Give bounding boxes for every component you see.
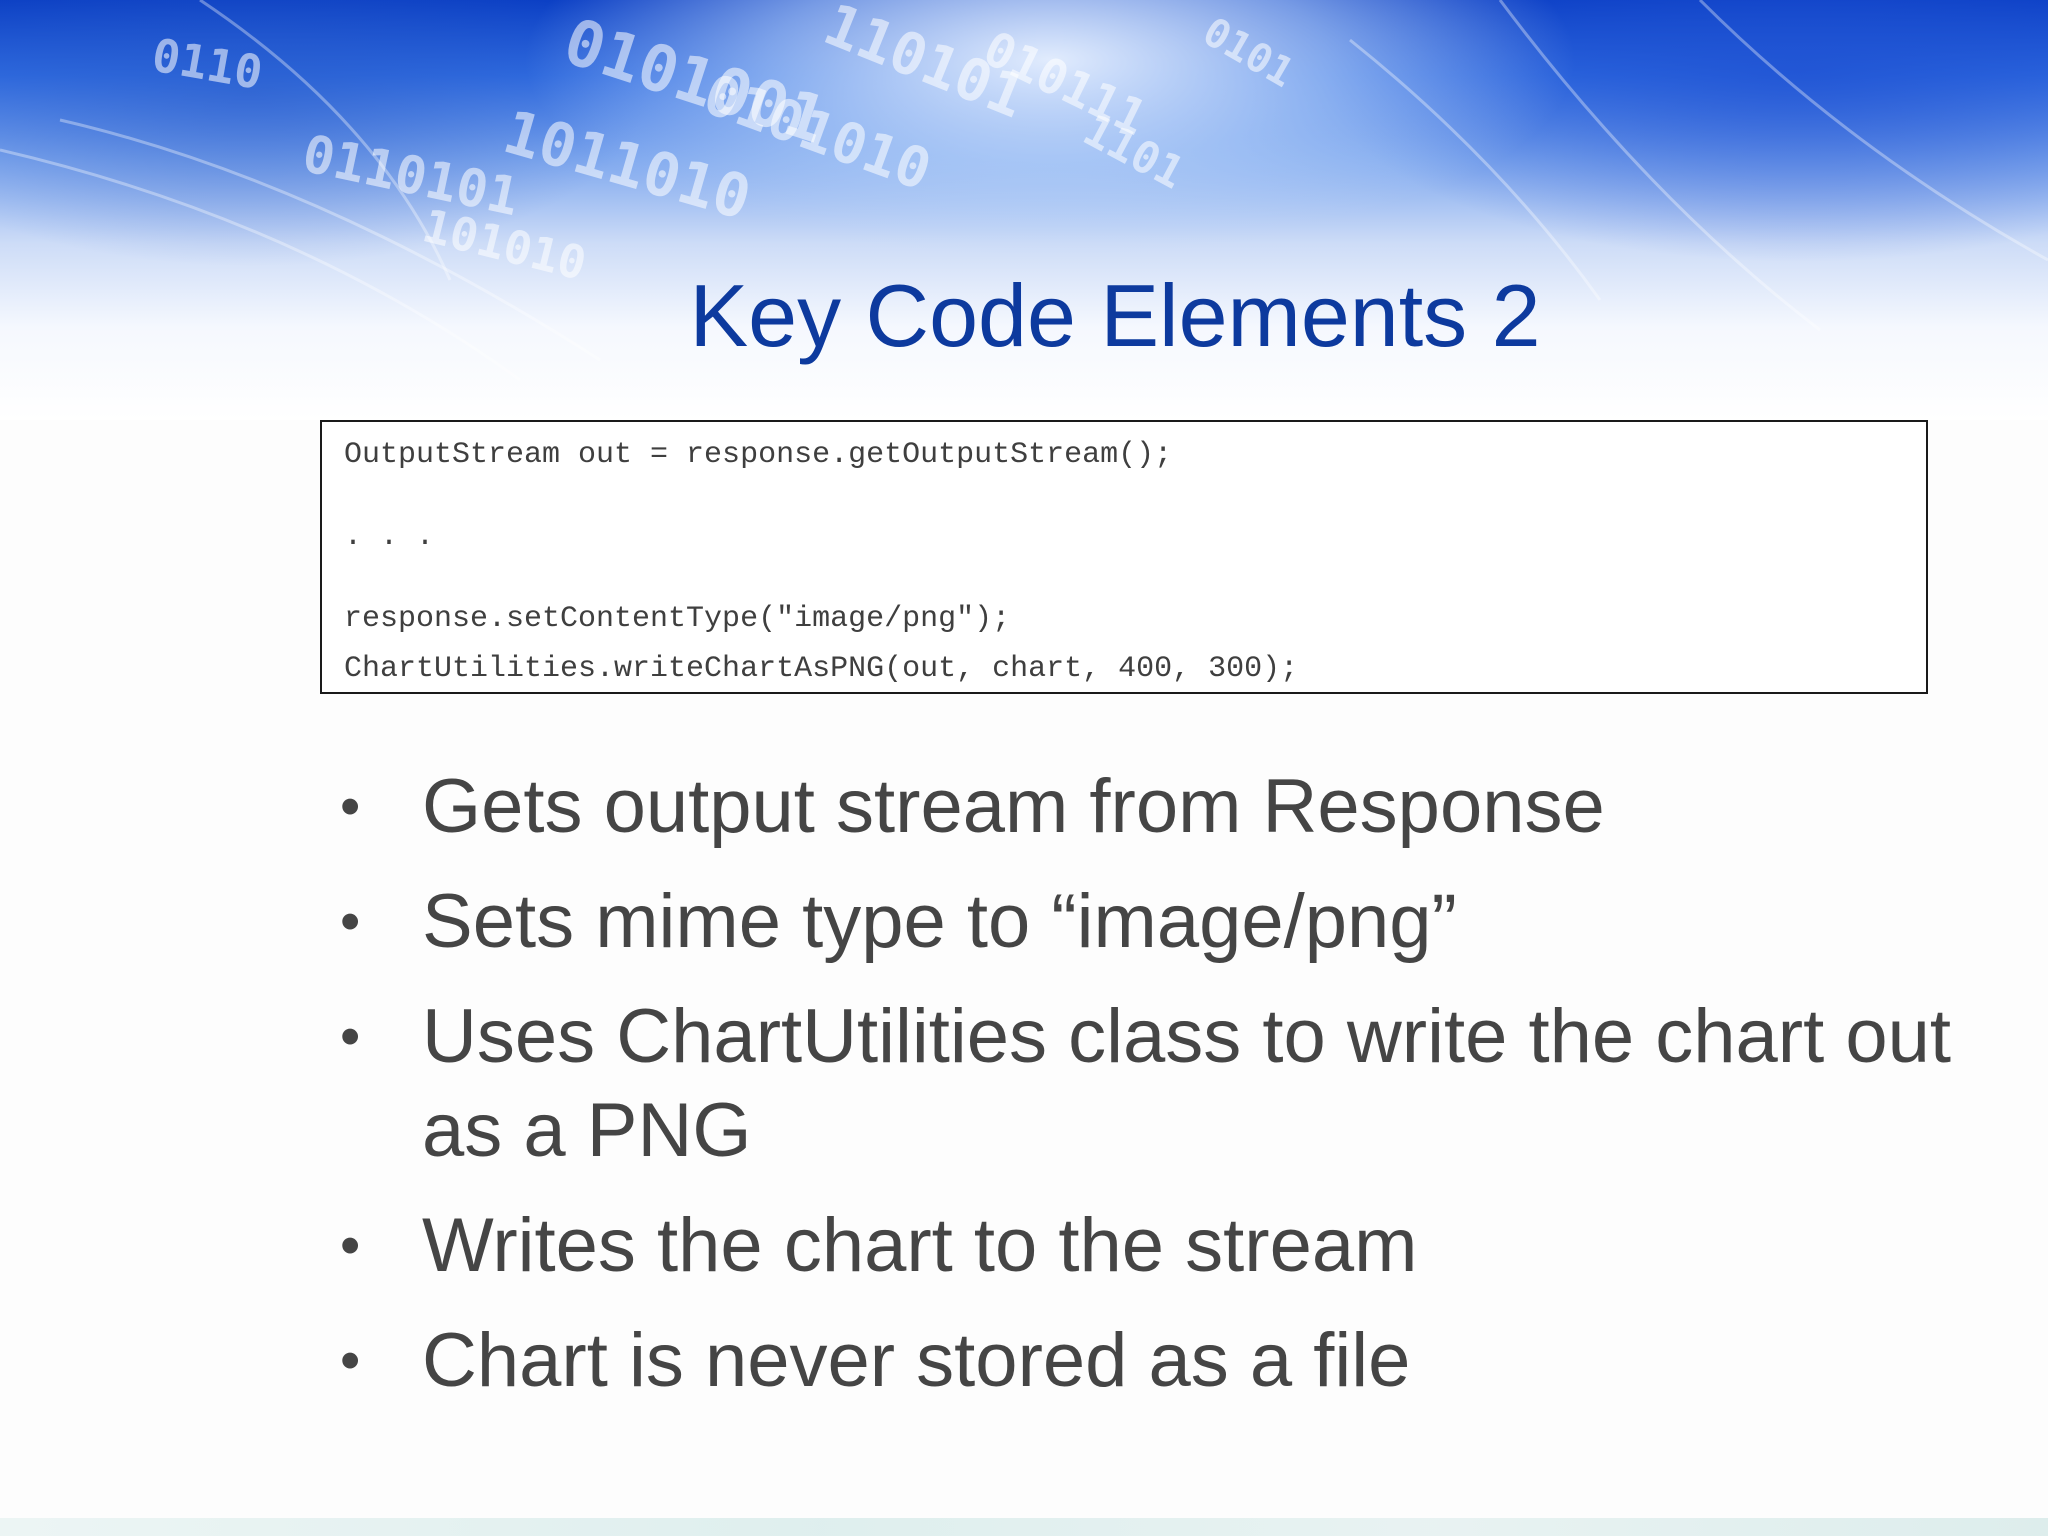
code-line: OutputStream out = response.getOutputStr…: [344, 438, 1173, 472]
bullet-text: Sets mime type to “image/png”: [422, 879, 1457, 964]
binary-banner-image: 0101001 1011010 110101 0101010 0110101 0…: [0, 0, 2048, 420]
bullet-item: • Uses ChartUtilities class to write the…: [340, 990, 1980, 1178]
footer-strip: [0, 1518, 2048, 1536]
bullet-item: • Gets output stream from Response: [340, 760, 1980, 854]
bullet-icon: •: [340, 889, 361, 954]
bullet-text: Chart is never stored as a file: [422, 1318, 1411, 1403]
bullet-item: • Writes the chart to the stream: [340, 1199, 1980, 1293]
slide-title: Key Code Elements 2: [689, 266, 1541, 365]
bullet-icon: •: [340, 1213, 361, 1278]
svg-text:0110: 0110: [148, 28, 266, 100]
banner-graphic: 0101001 1011010 110101 0101010 0110101 0…: [0, 0, 2048, 382]
bullet-icon: •: [340, 1328, 361, 1393]
bullet-text: Gets output stream from Response: [422, 764, 1605, 849]
bullet-icon: •: [340, 774, 361, 839]
bullet-item: • Sets mime type to “image/png”: [340, 875, 1980, 969]
bullet-text: Writes the chart to the stream: [422, 1203, 1418, 1288]
bullet-item: • Chart is never stored as a file: [340, 1314, 1980, 1408]
code-snippet-box: OutputStream out = response.getOutputStr…: [320, 420, 1928, 694]
code-line: response.setContentType("image/png");: [344, 602, 1011, 636]
code-line: ChartUtilities.writeChartAsPNG(out, char…: [344, 652, 1299, 686]
bullet-icon: •: [340, 1004, 361, 1069]
svg-text:0101: 0101: [1195, 9, 1301, 97]
code-line-ellipsis: . . .: [344, 520, 435, 554]
bullet-list: • Gets output stream from Response • Set…: [340, 760, 1980, 1429]
bullet-text: Uses ChartUtilities class to write the c…: [422, 994, 1951, 1173]
